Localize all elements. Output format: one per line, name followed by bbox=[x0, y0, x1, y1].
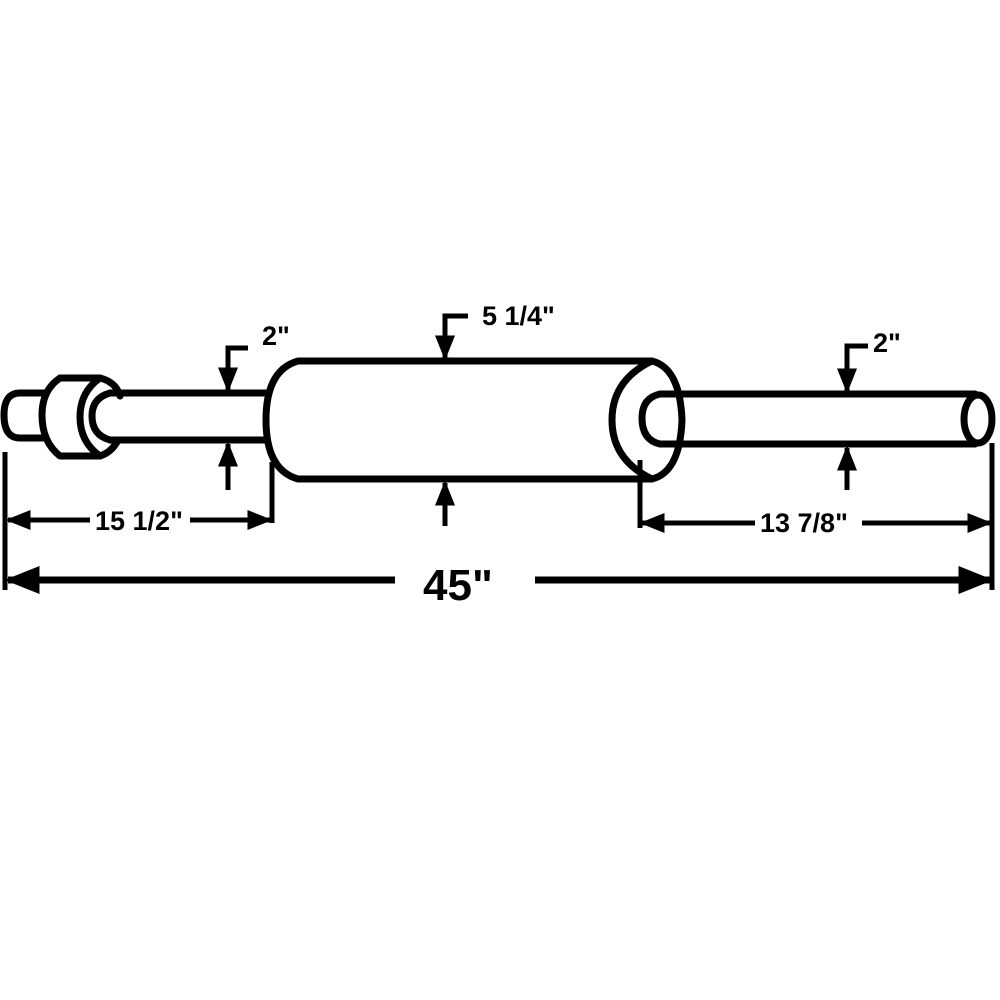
body-diameter-label: 5 1/4" bbox=[482, 301, 555, 331]
outlet-pipe bbox=[638, 390, 996, 448]
inlet-pipe bbox=[88, 389, 272, 444]
overall-length-label: 45" bbox=[423, 561, 493, 610]
outlet-length-label: 13 7/8" bbox=[760, 508, 848, 538]
inlet-tip bbox=[0, 389, 48, 442]
outlet-diameter-label: 2" bbox=[873, 328, 901, 358]
inlet-diameter-label: 2" bbox=[262, 321, 290, 351]
inlet-diameter-callout bbox=[218, 345, 248, 490]
muffler-body bbox=[262, 357, 686, 483]
body-diameter-callout bbox=[435, 313, 468, 526]
outlet-diameter-callout bbox=[837, 343, 868, 490]
inlet-length-label: 15 1/2" bbox=[95, 506, 183, 536]
inlet-coupler bbox=[38, 374, 124, 460]
